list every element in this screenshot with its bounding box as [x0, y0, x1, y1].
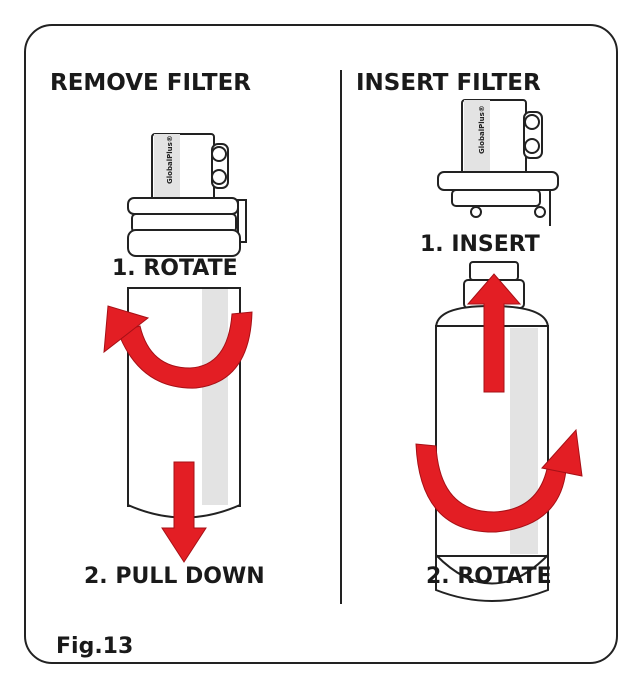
rotate-ccw-arrow-icon: [103, 305, 253, 389]
up-arrow-icon: [466, 273, 522, 393]
left-filter-head: [127, 133, 247, 257]
insert-step-insert: 1. INSERT: [420, 232, 540, 257]
insert-filter-title: INSERT FILTER: [356, 70, 541, 96]
remove-step-rotate: 1. ROTATE: [112, 256, 238, 281]
right-filter-head: [437, 99, 559, 226]
down-arrow-icon: [161, 461, 207, 563]
rotate-cw-arrow-icon: [415, 428, 583, 533]
figure-label: Fig.13: [56, 634, 134, 659]
figure-frame: [24, 24, 618, 664]
remove-step-pull-down: 2. PULL DOWN: [84, 564, 265, 589]
right-brand-label: GlobalPlus®: [478, 105, 486, 154]
panel-divider: [340, 70, 342, 604]
remove-filter-title: REMOVE FILTER: [50, 70, 251, 96]
left-brand-label: GlobalPlus®: [166, 135, 174, 184]
insert-step-rotate: 2. ROTATE: [426, 564, 552, 589]
